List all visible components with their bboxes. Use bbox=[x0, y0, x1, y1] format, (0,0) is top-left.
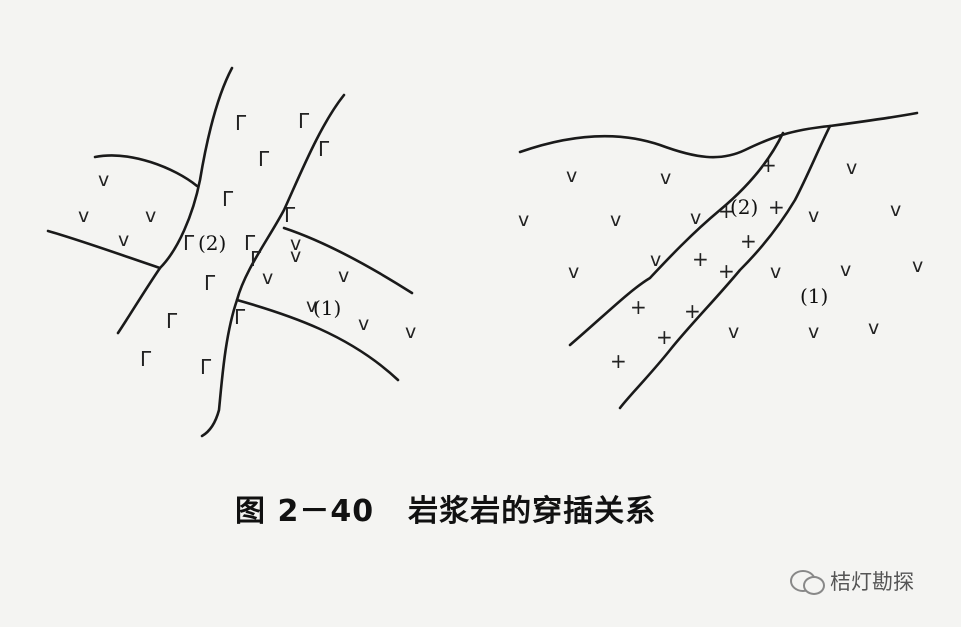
svg-text:Γ: Γ bbox=[284, 203, 296, 227]
svg-text:v: v bbox=[840, 259, 851, 281]
svg-text:v: v bbox=[728, 321, 739, 343]
svg-text:+: + bbox=[684, 299, 701, 323]
svg-text:v: v bbox=[306, 295, 317, 317]
svg-text:v: v bbox=[358, 313, 369, 335]
right-dyke-boundary-east bbox=[618, 124, 832, 410]
left-host-v-marks: v v v v v v v v v v v bbox=[78, 169, 416, 343]
right-top-surface bbox=[518, 111, 919, 159]
figure-number: 图 2－40 bbox=[235, 494, 375, 529]
right-dyke-label: (2) bbox=[730, 195, 758, 219]
right-host-label: (1) bbox=[800, 284, 828, 308]
svg-text:v: v bbox=[568, 261, 579, 283]
watermark: 桔灯勘探 bbox=[790, 566, 914, 596]
svg-text:v: v bbox=[78, 205, 89, 227]
svg-text:Γ: Γ bbox=[250, 247, 262, 271]
figure-caption: 图 2－40 岩浆岩的穿插关系 bbox=[235, 486, 755, 530]
svg-text:Γ: Γ bbox=[258, 147, 270, 171]
left-dyke-gamma-marks: Γ Γ Γ Γ Γ Γ Γ Γ Γ Γ Γ Γ Γ Γ bbox=[140, 109, 330, 379]
left-right-lower-contact bbox=[235, 298, 400, 382]
svg-text:v: v bbox=[98, 169, 109, 191]
svg-text:Γ: Γ bbox=[298, 109, 310, 133]
left-lower-contact bbox=[46, 229, 162, 270]
svg-text:v: v bbox=[290, 245, 301, 267]
left-upper-contact bbox=[93, 154, 199, 188]
svg-text:v: v bbox=[808, 205, 819, 227]
svg-text:+: + bbox=[718, 259, 735, 283]
svg-text:v: v bbox=[868, 317, 879, 339]
svg-text:v: v bbox=[566, 165, 577, 187]
svg-text:Γ: Γ bbox=[318, 137, 330, 161]
svg-text:Γ: Γ bbox=[166, 309, 178, 333]
svg-text:v: v bbox=[290, 233, 301, 255]
svg-text:Γ: Γ bbox=[234, 305, 246, 329]
svg-text:v: v bbox=[338, 265, 349, 287]
svg-text:Γ: Γ bbox=[222, 187, 234, 211]
svg-text:v: v bbox=[770, 261, 781, 283]
right-dyke-plus-marks: + + + + + + + + + + bbox=[610, 153, 785, 373]
left-right-upper-contact bbox=[282, 226, 414, 295]
svg-text:v: v bbox=[846, 157, 857, 179]
svg-text:+: + bbox=[760, 153, 777, 177]
svg-text:v: v bbox=[518, 209, 529, 231]
svg-text:v: v bbox=[145, 205, 156, 227]
svg-text:+: + bbox=[656, 325, 673, 349]
svg-text:+: + bbox=[768, 195, 785, 219]
svg-text:v: v bbox=[690, 207, 701, 229]
svg-text:v: v bbox=[650, 249, 661, 271]
svg-text:+: + bbox=[740, 229, 757, 253]
svg-text:Γ: Γ bbox=[183, 231, 195, 255]
left-dyke-label: (2) bbox=[198, 231, 226, 255]
svg-text:v: v bbox=[890, 199, 901, 221]
svg-text:Γ: Γ bbox=[140, 347, 152, 371]
watermark-text: 桔灯勘探 bbox=[830, 570, 914, 594]
svg-text:v: v bbox=[808, 321, 819, 343]
right-host-v-marks: v v v v v v v v v v v v v v v v bbox=[518, 157, 923, 343]
left-dyke-boundary-west bbox=[116, 66, 234, 335]
svg-text:Γ: Γ bbox=[204, 271, 216, 295]
figure-title: 岩浆岩的穿插关系 bbox=[408, 494, 657, 529]
svg-text:+: + bbox=[630, 295, 647, 319]
svg-text:v: v bbox=[262, 267, 273, 289]
svg-text:Γ: Γ bbox=[200, 355, 212, 379]
svg-text:Γ: Γ bbox=[244, 231, 256, 255]
svg-text:v: v bbox=[405, 321, 416, 343]
svg-text:+: + bbox=[610, 349, 627, 373]
right-dyke-boundary-west bbox=[568, 131, 785, 347]
svg-text:v: v bbox=[912, 255, 923, 277]
left-host-label: (1) bbox=[313, 296, 341, 320]
svg-text:Γ: Γ bbox=[235, 111, 247, 135]
svg-text:+: + bbox=[692, 247, 709, 271]
svg-text:v: v bbox=[610, 209, 621, 231]
svg-text:v: v bbox=[660, 167, 671, 189]
left-dyke-boundary-east bbox=[200, 93, 346, 438]
svg-text:+: + bbox=[718, 199, 735, 223]
wechat-icon bbox=[790, 568, 825, 595]
svg-text:v: v bbox=[118, 229, 129, 251]
